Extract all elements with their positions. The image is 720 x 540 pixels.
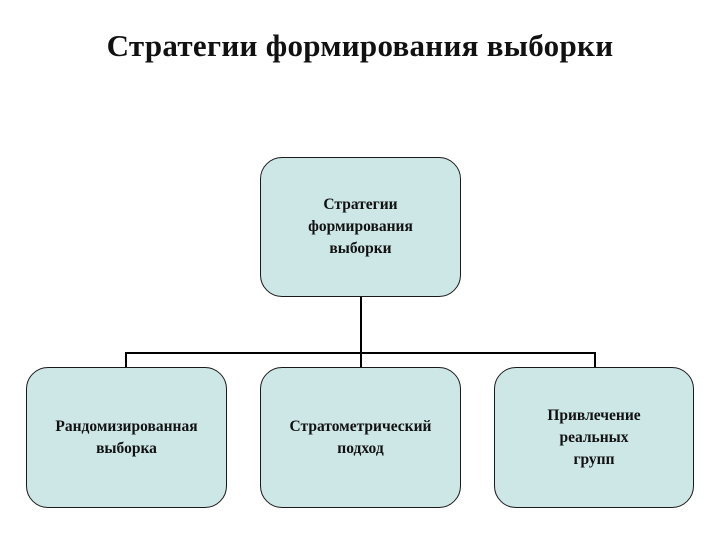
- child-node-stratometric-approach: Стратометрический подход: [260, 367, 461, 508]
- child-node-label: Стратометрический подход: [289, 417, 432, 457]
- child-node-label: Рандомизированная выборка: [55, 417, 198, 457]
- child-node-randomized-sample: Рандомизированная выборка: [26, 367, 227, 508]
- root-node-label: Стратегии формирования выборки: [308, 196, 413, 257]
- root-node: Стратегии формирования выборки: [260, 157, 461, 297]
- child-node-label: Привлечение реальных групп: [547, 406, 641, 468]
- child-node-real-groups: Привлечение реальных групп: [494, 367, 694, 508]
- connector-to-child-1: [125, 352, 127, 368]
- connector-root-down: [360, 297, 362, 353]
- slide-title: Стратегии формирования выборки: [106, 28, 614, 63]
- connector-to-child-3: [594, 352, 596, 368]
- connector-to-child-2: [360, 352, 362, 368]
